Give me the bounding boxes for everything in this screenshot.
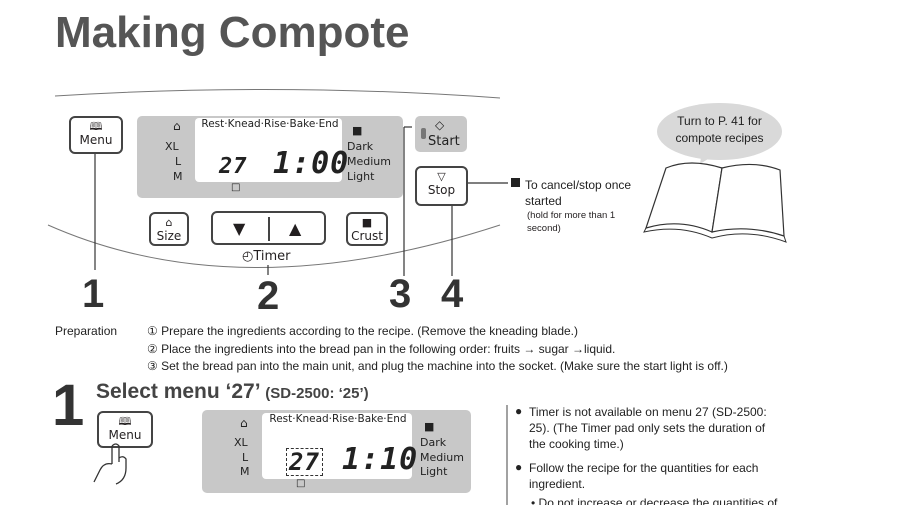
crust-label-dark: Dark xyxy=(347,140,374,153)
step1-menu-number-display: 27 xyxy=(286,448,323,476)
size-label-xl: XL xyxy=(165,140,179,153)
prep-step-1: ① Prepare the ingredients according to t… xyxy=(147,324,579,338)
timer-label: ◴Timer xyxy=(242,249,291,264)
start-light xyxy=(421,128,426,139)
stop-note: To cancel/stop once started xyxy=(525,178,632,208)
step1-progress-indicator: Rest·Knead·Rise·Bake·End xyxy=(269,413,407,425)
size-button[interactable]: ⌂ Size xyxy=(149,212,189,246)
recipe-book-icon: □ xyxy=(231,182,241,193)
preparation-label: Preparation xyxy=(55,324,118,338)
step1-size-icon: ⌂ xyxy=(240,416,248,430)
down-arrow-button[interactable]: ▼ xyxy=(233,219,246,238)
step1-crust-icon: ■ xyxy=(424,420,435,433)
pointing-hand-icon xyxy=(93,443,127,485)
bullet-icon: ● xyxy=(515,404,523,418)
callout-number-3: 3 xyxy=(389,272,412,316)
size-label-l: L xyxy=(175,155,182,168)
callout-number-4: 4 xyxy=(441,272,464,316)
timer-adjust-buttons: ▼ ▲ xyxy=(211,211,326,245)
clock-icon: ◴ xyxy=(242,249,254,264)
time-display: 1:00 xyxy=(273,146,350,181)
prep-step-2: ② Place the ingredients into the bread p… xyxy=(147,342,616,356)
stop-icon: ▽ xyxy=(437,170,446,183)
book-icon: 🕮 xyxy=(118,415,132,428)
size-button-icon: ⌂ xyxy=(165,216,173,229)
crust-icon: ■ xyxy=(352,124,363,137)
step1-size-m: M xyxy=(240,465,250,478)
prep-step-3: ③ Set the bread pan into the main unit, … xyxy=(147,359,728,373)
step1-crust-dark: Dark xyxy=(420,436,447,449)
speech-bubble: Turn to P. 41 for compote recipes xyxy=(657,103,782,160)
note-3: • Do not increase or decrease the quanti… xyxy=(531,496,778,505)
step-number: 1 xyxy=(52,373,85,438)
up-arrow-button[interactable]: ▲ xyxy=(289,219,302,238)
stop-note-sub: (hold for more than 1 second) xyxy=(527,210,616,234)
callout-number-1: 1 xyxy=(82,272,105,316)
step1-crust-medium: Medium xyxy=(420,451,464,464)
note-2: ● Follow the recipe for the quantities f… xyxy=(515,460,759,491)
lcd-screen xyxy=(195,118,342,182)
crust-label-medium: Medium xyxy=(347,155,391,168)
step1-crust-light: Light xyxy=(420,465,448,478)
step1-time-display: 1:10 xyxy=(342,442,419,477)
step1-display-panel: Rest·Knead·Rise·Bake·End ⌂ ■ XL L M Dark… xyxy=(202,410,471,493)
arrow-divider xyxy=(268,217,270,241)
size-label-m: M xyxy=(173,170,183,183)
start-button-area: ◇ Start xyxy=(415,116,467,152)
start-icon: ◇ xyxy=(435,118,445,132)
step1-size-l: L xyxy=(242,451,249,464)
step1-size-xl: XL xyxy=(234,436,248,449)
step-heading: Select menu ‘27’ (SD-2500: ‘25’) xyxy=(96,380,369,403)
size-icon: ⌂ xyxy=(173,119,181,133)
crust-button[interactable]: ■ Crust xyxy=(346,212,388,246)
display-panel: Rest·Knead·Rise·Bake·End ⌂ ■ XL L M Dark… xyxy=(137,116,403,198)
open-book-icon xyxy=(643,150,787,243)
callout-number-2: 2 xyxy=(257,274,280,318)
menu-number-display: 27 xyxy=(219,154,248,179)
book-icon: 🕮 xyxy=(89,120,103,133)
menu-button[interactable]: 🕮 Menu xyxy=(69,116,123,154)
step1-menu-button[interactable]: 🕮 Menu xyxy=(97,411,153,448)
page-title: Making Compote xyxy=(55,8,410,57)
crust-label-light: Light xyxy=(347,170,375,183)
step1-lcd-screen xyxy=(262,413,412,479)
stop-button[interactable]: ▽ Stop xyxy=(415,166,468,206)
bullet-icon: ● xyxy=(515,460,523,474)
crust-button-icon: ■ xyxy=(361,216,373,229)
step1-recipe-book-icon: □ xyxy=(296,478,306,489)
start-button[interactable]: Start xyxy=(428,134,460,149)
note-1: ● Timer is not available on menu 27 (SD-… xyxy=(515,404,767,451)
progress-indicator: Rest·Knead·Rise·Bake·End xyxy=(201,118,339,130)
